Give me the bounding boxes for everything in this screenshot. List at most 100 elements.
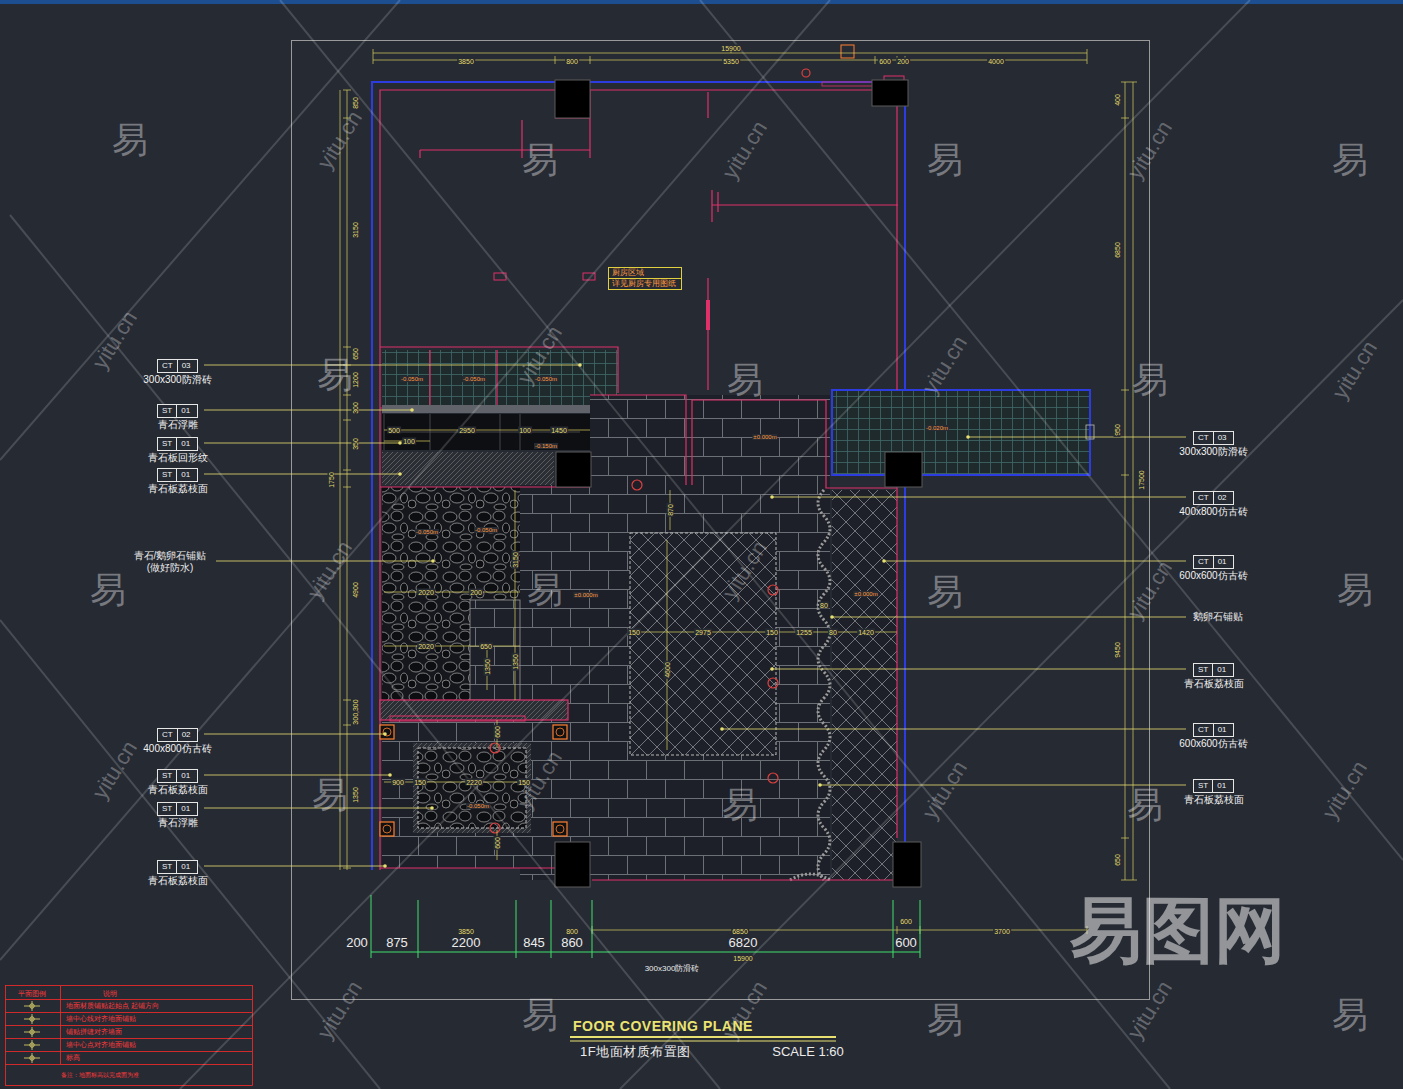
dimension-text: 3700 [993,928,1011,935]
watermark: yitu.cn [314,107,366,173]
material-name: 青石板荔枝面 [148,784,208,796]
material-tag: CT01600x600仿古砖 [1193,723,1234,737]
dimension-text: 150 [413,779,427,786]
elevation-mark: -0.050m [462,376,486,382]
material-name: 青石浮雕 [158,817,198,829]
dimension-text: 200 [469,589,483,596]
dimension-text: 1350 [352,786,359,804]
watermark: 易 [927,142,963,178]
dimension-text: 3150 [352,221,359,239]
dimension-text: 6820 [728,936,759,949]
dimension-text: 600 [878,58,892,65]
dimension-text: 600 [494,725,501,739]
area-note-text: 详见厨房专用图纸 [609,278,681,289]
material-tag: ST01青石浮雕 [157,802,198,816]
dimension-text: 300 [352,401,359,415]
area-note-text: 厨房区域 [609,268,681,278]
tag-code: ST [158,861,176,873]
dimension-text: 870 [667,503,674,517]
legend-symbol [24,1014,40,1024]
dimension-text: 2020 [417,589,435,596]
material-tag: ST01青石板荔枝面 [1193,779,1234,793]
legend-header: 说明 [103,990,117,997]
watermark: 易 [1332,997,1368,1033]
tag-code: ST [158,438,176,450]
elevation-mark: ±0.000m [853,591,878,597]
tag-code: 01 [1213,724,1231,736]
dimension-text: 15900 [732,955,753,962]
dimension-text: 3850 [457,928,475,935]
elevation-mark: -0.020m [925,425,949,431]
dimension-text: 1450 [550,427,568,434]
legend-symbol [24,1001,40,1011]
material-tag: ST01青石浮雕 [157,404,198,418]
dimension-text: 17500 [1138,469,1145,490]
legend-symbol [24,1027,40,1037]
material-name: 600x600仿古砖 [1179,570,1247,582]
watermark: 易 [312,777,348,813]
dimension-text: 4900 [352,581,359,599]
dimension-text: 800 [565,58,579,65]
dimension-text: 300x300防滑砖 [645,965,700,973]
dimension-text: 80 [828,629,838,636]
legend-symbol [24,1053,40,1063]
tag-code: 01 [1213,556,1231,568]
watermark: 易 [722,787,758,823]
watermark: 易 [927,574,963,610]
material-tag: CT03300x300防滑砖 [157,359,198,373]
dimension-text: 6850 [1114,241,1121,259]
dimension-text: 2950 [458,427,476,434]
watermark: 易 [522,142,558,178]
dimension-text: 350 [352,437,359,451]
callout-text: 青石/鹅卵石铺贴 (做好防水) [127,550,213,574]
dimension-text: 6850 [731,928,749,935]
tag-code: 01 [176,803,194,815]
dimension-text: 2220 [465,779,483,786]
tag-code: 02 [1213,492,1231,504]
material-tag: CT02400x800仿古砖 [1193,491,1234,505]
dimension-text: 200 [896,58,910,65]
dimension-text: 500 [387,427,401,434]
watermark: 易图网 [1070,894,1286,966]
elevation-mark: -0.050m [466,803,490,809]
material-tag: ST01青石板荔枝面 [157,468,198,482]
elevation-mark: ±0.000m [573,592,598,598]
dimension-text: 900 [391,779,405,786]
tag-code: CT [1194,432,1213,444]
watermark: yitu.cn [1319,757,1371,823]
material-tag: ST01青石板荔枝面 [1193,663,1234,677]
material-name: 青石板荔枝面 [1184,794,1244,806]
dimension-text: 100 [402,438,416,445]
watermark: yitu.cn [1124,557,1176,623]
watermark: yitu.cn [304,537,356,603]
dimension-text: 400 [1114,93,1121,107]
material-tag: CT01600x600仿古砖 [1193,555,1234,569]
elevation-mark: -0.150m [534,443,558,449]
watermark: yitu.cn [919,757,971,823]
callout-text: 鹅卵石铺贴 [1193,612,1243,622]
dimension-text: 80 [819,602,829,609]
elevation-mark: ±0.000m [752,434,777,440]
tag-code: ST [158,469,176,481]
material-name: 400x800仿古砖 [143,743,211,755]
material-name: 400x800仿古砖 [1179,506,1247,518]
tag-code: ST [158,405,176,417]
dimension-text: 1350 [484,658,491,676]
tag-code: CT [158,360,177,372]
scale-text: SCALE 1:60 [772,1045,844,1058]
elevation-mark: -0.050m [415,529,439,535]
tag-code: CT [1194,556,1213,568]
dimension-text: 1420 [857,629,875,636]
legend-text: 标高 [66,1054,80,1061]
tag-code: ST [1194,780,1212,792]
area-note-box: 厨房区域详见厨房专用图纸 [608,267,682,290]
legend-text: 墙中心线对齐地面铺贴 [66,1015,136,1022]
watermark: 易 [527,572,563,608]
dimension-text: 1750 [328,471,335,489]
material-name: 300x300防滑砖 [143,374,211,386]
dimension-text: 15900 [720,45,741,52]
watermark: 易 [1132,362,1168,398]
tag-code: 03 [177,360,195,372]
elevation-mark: -0.050m [400,376,424,382]
dimension-text: 4600 [664,661,671,679]
